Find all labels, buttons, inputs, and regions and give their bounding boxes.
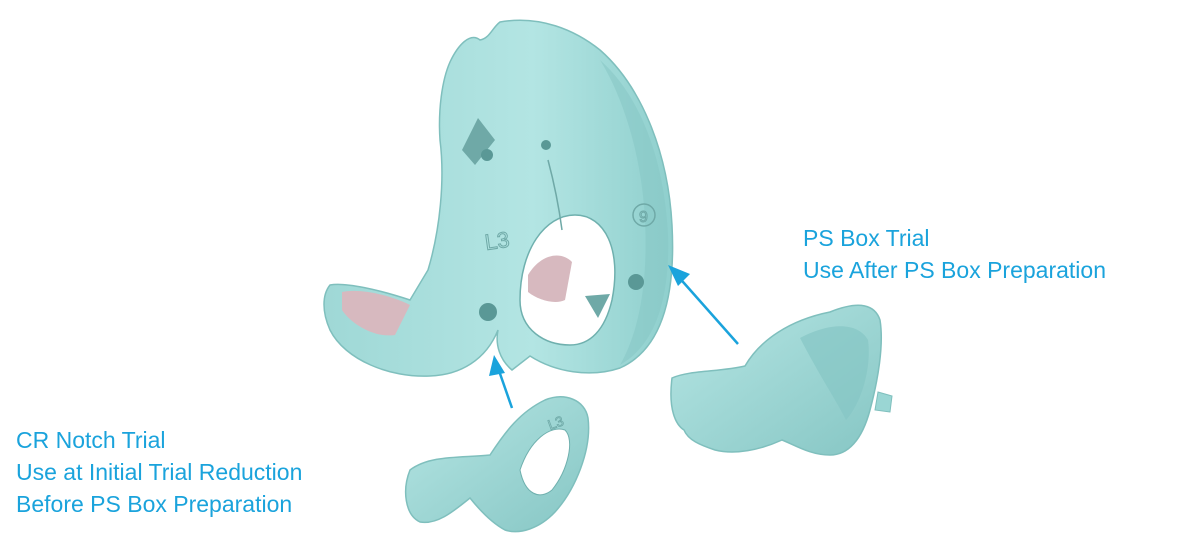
cr-notch-trial-callout: CR Notch Trial Use at Initial Trial Redu… <box>16 424 302 520</box>
cr-notch-trial-title: CR Notch Trial <box>16 424 302 456</box>
ps-box-trial-usage: Use After PS Box Preparation <box>803 254 1106 286</box>
arrow-to-ps-box <box>668 265 738 344</box>
cr-notch-trial-usage: Use at Initial Trial Reduction <box>16 456 302 488</box>
ps-box-trial-insert <box>671 305 892 455</box>
cr-notch-trial-insert: L3 <box>406 397 589 532</box>
ps-box-tab <box>875 392 892 412</box>
ps-box-trial-callout: PS Box Trial Use After PS Box Preparatio… <box>803 222 1106 286</box>
size-engraving: L3 <box>483 227 511 255</box>
peg-hole-lower-right <box>628 274 644 290</box>
peg-hole-upper-left <box>481 149 493 161</box>
ps-box-trial-title: PS Box Trial <box>803 222 1106 254</box>
cr-notch-trial-timing: Before PS Box Preparation <box>16 488 302 520</box>
peg-hole-upper-right <box>541 140 551 150</box>
peg-hole-lower-left <box>479 303 497 321</box>
circled-size-engraving: 9 <box>639 209 648 226</box>
femoral-trial-component: L3 9 <box>324 20 673 376</box>
